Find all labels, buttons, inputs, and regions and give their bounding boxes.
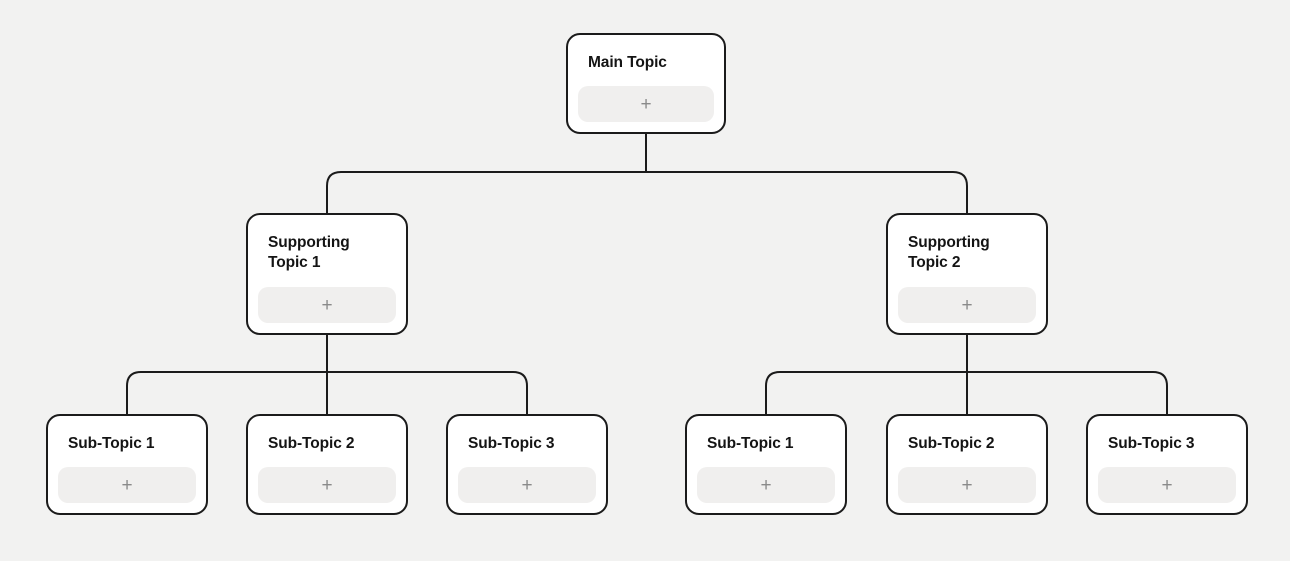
connector-root-bus [326, 171, 968, 214]
add-child-button[interactable]: + [1098, 467, 1236, 503]
add-child-button[interactable]: + [578, 86, 714, 122]
node-sub-topic-1-right[interactable]: Sub-Topic 1 + [685, 414, 847, 515]
plus-icon: + [961, 294, 973, 316]
node-title: Main Topic [588, 54, 667, 71]
node-sub-topic-1-left[interactable]: Sub-Topic 1 + [46, 414, 208, 515]
plus-icon: + [961, 474, 973, 496]
node-supporting-topic-1[interactable]: Supporting Topic 1 + [246, 213, 408, 335]
plus-icon: + [121, 474, 133, 496]
add-child-button[interactable]: + [697, 467, 835, 503]
plus-icon: + [1161, 474, 1173, 496]
add-child-button[interactable]: + [458, 467, 596, 503]
plus-icon: + [321, 474, 333, 496]
node-supporting-topic-2[interactable]: Supporting Topic 2 + [886, 213, 1048, 335]
node-title: Sub-Topic 3 [1108, 435, 1195, 452]
node-main-topic[interactable]: Main Topic + [566, 33, 726, 134]
add-child-button[interactable]: + [58, 467, 196, 503]
node-sub-topic-3-left[interactable]: Sub-Topic 3 + [446, 414, 608, 515]
node-title: Supporting Topic 1 [268, 234, 350, 271]
node-title: Sub-Topic 2 [908, 435, 995, 452]
plus-icon: + [640, 93, 652, 115]
plus-icon: + [760, 474, 772, 496]
node-sub-topic-2-right[interactable]: Sub-Topic 2 + [886, 414, 1048, 515]
node-sub-topic-2-left[interactable]: Sub-Topic 2 + [246, 414, 408, 515]
add-child-button[interactable]: + [258, 467, 396, 503]
add-child-button[interactable]: + [898, 287, 1036, 323]
add-child-button[interactable]: + [898, 467, 1036, 503]
connector-supporting1-bus [126, 371, 528, 415]
node-title: Supporting Topic 2 [908, 234, 990, 271]
node-title: Sub-Topic 1 [707, 435, 794, 452]
connector-supporting2-bus [765, 371, 1168, 415]
add-child-button[interactable]: + [258, 287, 396, 323]
node-sub-topic-3-right[interactable]: Sub-Topic 3 + [1086, 414, 1248, 515]
node-title: Sub-Topic 3 [468, 435, 555, 452]
node-title: Sub-Topic 2 [268, 435, 355, 452]
plus-icon: + [521, 474, 533, 496]
plus-icon: + [321, 294, 333, 316]
node-title: Sub-Topic 1 [68, 435, 155, 452]
